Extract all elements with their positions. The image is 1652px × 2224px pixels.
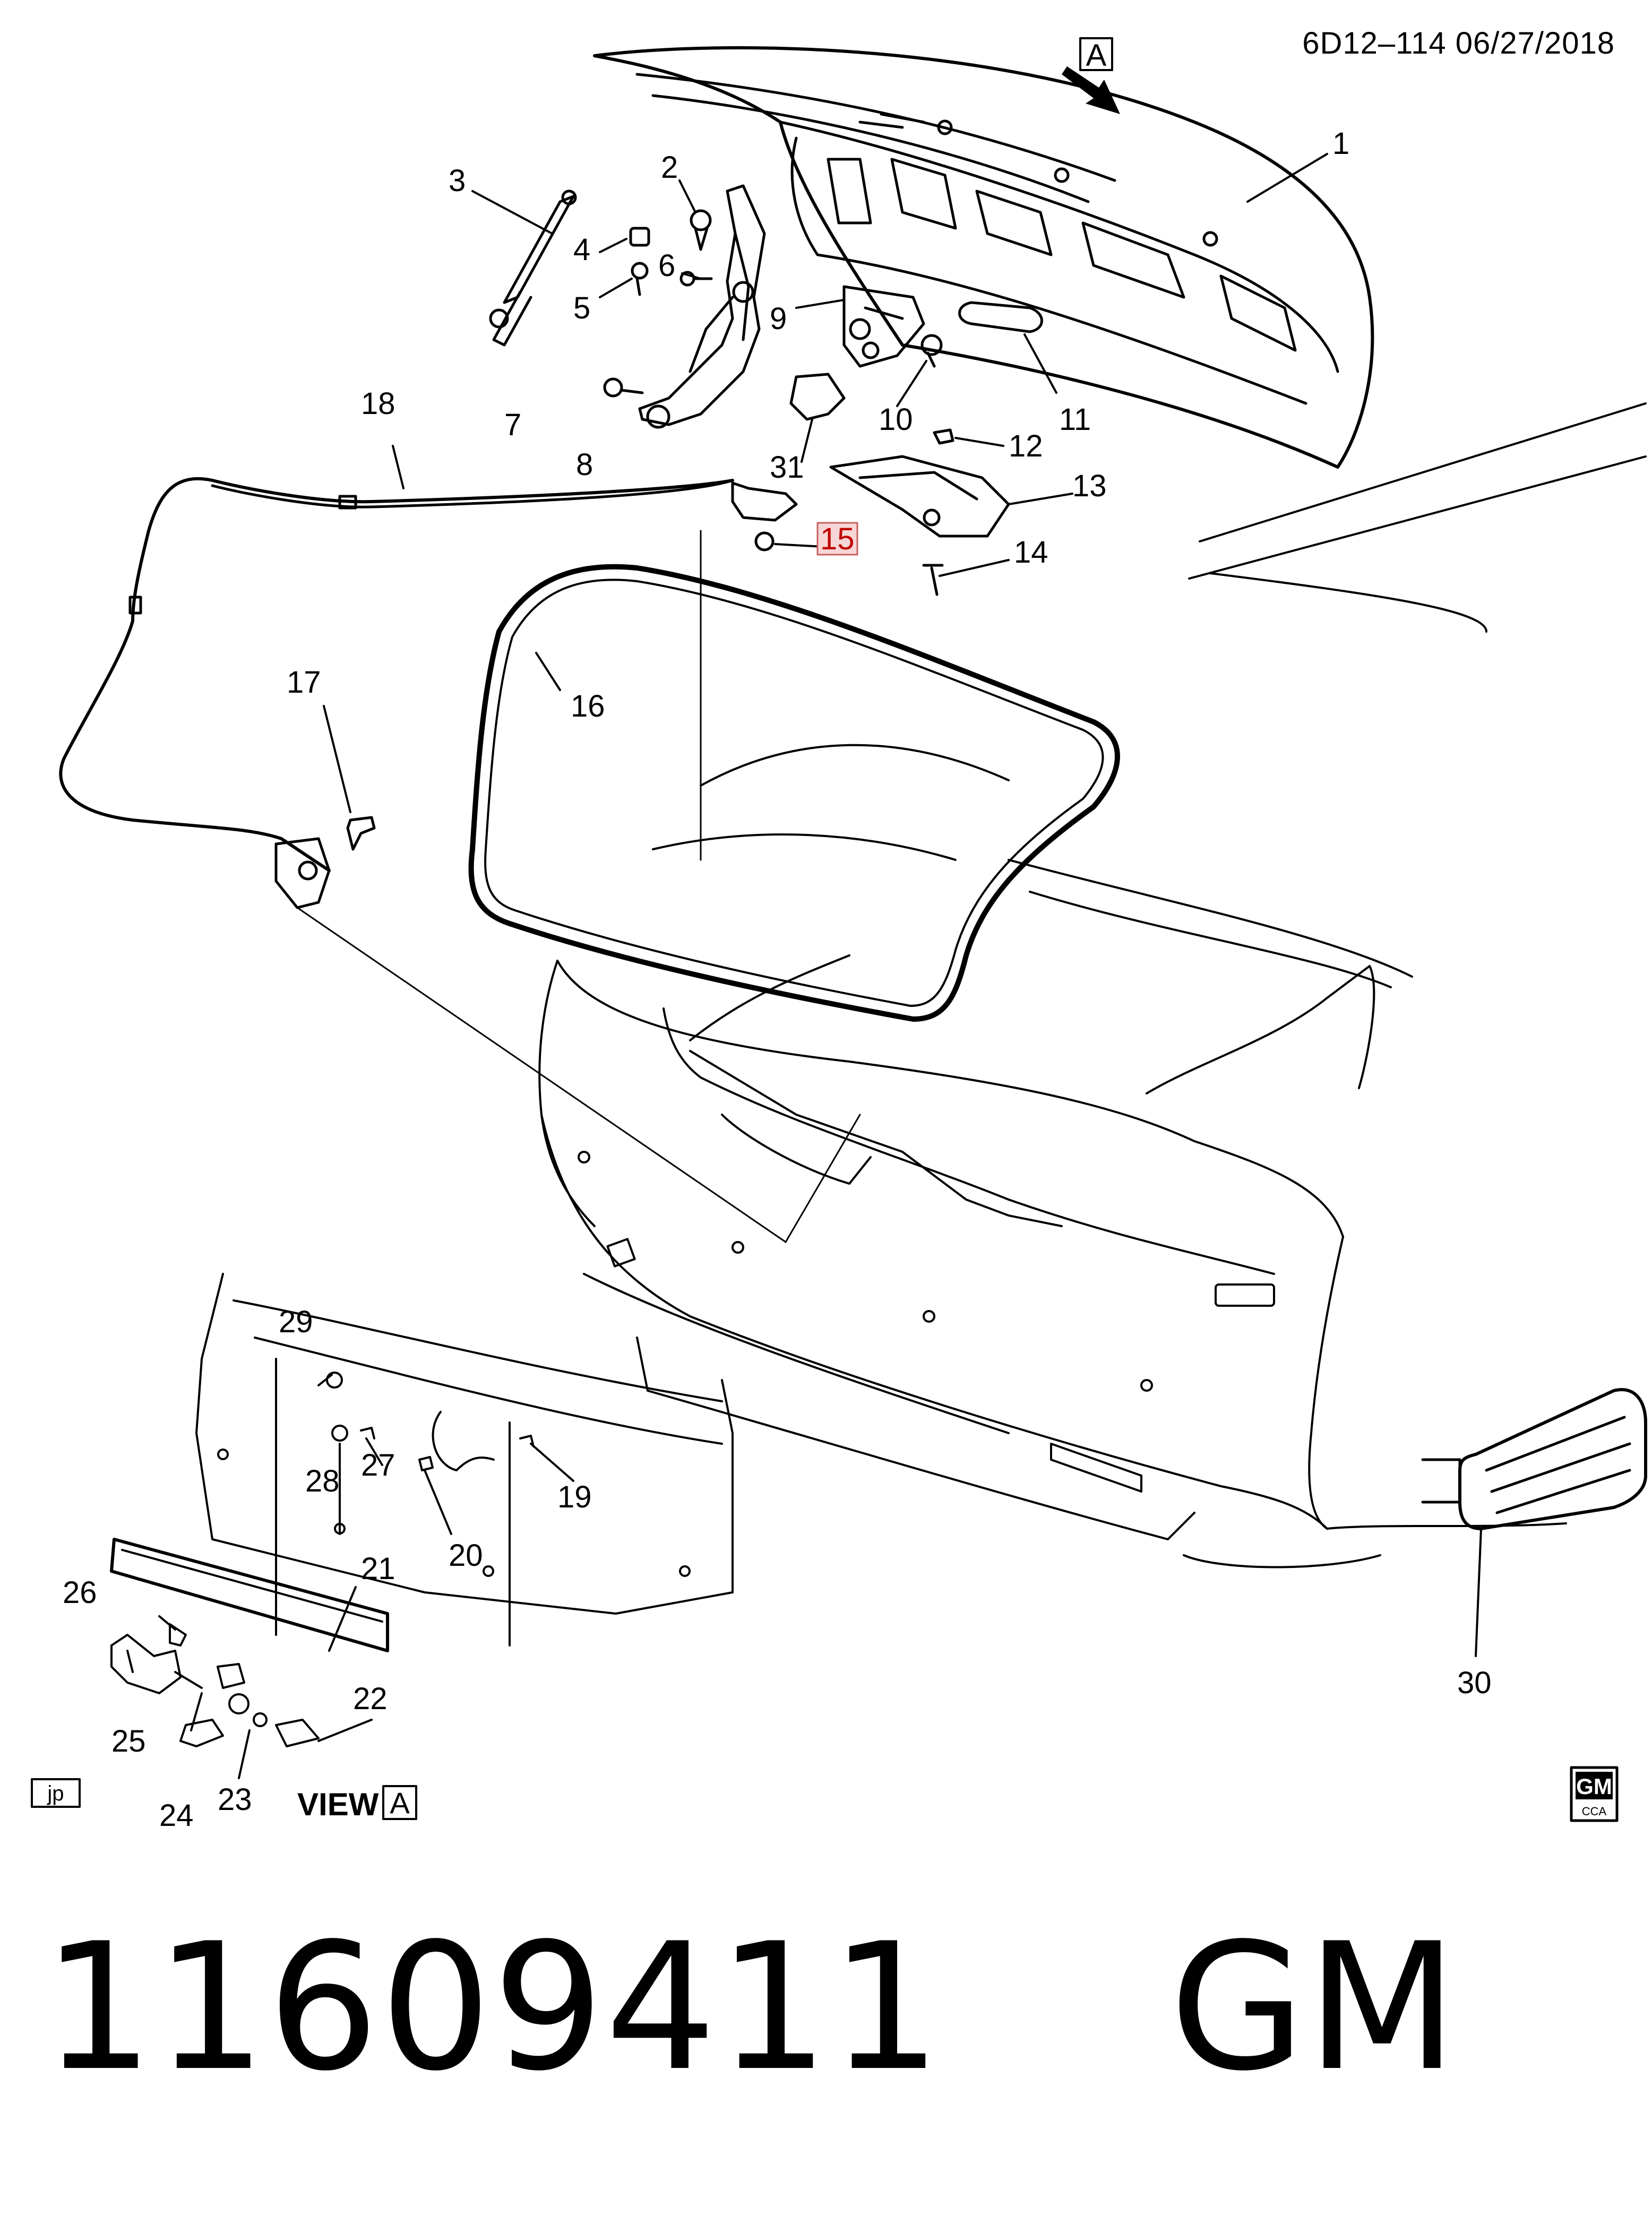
latch-assembly — [789, 285, 943, 421]
callout-14: 14 — [1014, 535, 1048, 570]
callout-30: 30 — [1457, 1666, 1492, 1700]
callout-6: 6 — [658, 248, 675, 283]
illustration-code: 6D12–114 06/27/2018 — [1302, 26, 1615, 61]
exploded-diagram: A — [31, 37, 1647, 1833]
view-label: VIEW — [297, 1787, 379, 1822]
callout-26: 26 — [63, 1575, 97, 1610]
callout-11: 11 — [1059, 402, 1091, 437]
trunk-hinge — [638, 184, 766, 429]
exhaust-tip-bezel — [1421, 1388, 1647, 1530]
hinge-fasteners — [603, 209, 713, 398]
vehicle-rear-body — [538, 402, 1647, 1568]
trunk-lamp — [958, 301, 1043, 333]
callout-23: 23 — [218, 1782, 252, 1817]
callout-5: 5 — [573, 291, 590, 325]
callout-8: 8 — [576, 447, 593, 482]
view-label-letter: A — [390, 1786, 410, 1820]
callout-29: 29 — [279, 1305, 313, 1339]
release-cable — [59, 477, 798, 872]
view-a-detail — [110, 1273, 734, 1747]
view-a-arrow — [1062, 37, 1120, 114]
leader-lines — [126, 153, 1482, 1779]
gm-logo-sub: CCA — [1582, 1805, 1607, 1818]
highlight-box — [816, 522, 858, 556]
gm-logo-text: GM — [1576, 1774, 1612, 1799]
callout-13: 13 — [1072, 469, 1107, 503]
callout-2: 2 — [661, 150, 678, 185]
callout-1: 1 — [1332, 126, 1349, 161]
lift-strut — [489, 189, 577, 347]
callout-31: 31 — [770, 450, 804, 485]
trunk-lid — [593, 46, 1374, 469]
callout-3: 3 — [449, 163, 466, 198]
callout-10: 10 — [879, 402, 913, 437]
brand-name: GM — [1169, 1906, 1459, 2109]
callout-19: 19 — [557, 1480, 592, 1514]
callout-20: 20 — [449, 1538, 483, 1573]
view-a-marker-letter: A — [1086, 38, 1107, 73]
reference-lines — [296, 530, 861, 1243]
trunk-weatherstrip — [468, 564, 1120, 1022]
callout-16: 16 — [571, 689, 605, 723]
callout-27: 27 — [361, 1448, 395, 1482]
callout-15-highlighted: 15 — [820, 522, 855, 556]
lower-latch — [274, 816, 376, 909]
callout-21: 21 — [361, 1551, 395, 1586]
callout-17: 17 — [287, 665, 321, 700]
callout-7: 7 — [504, 408, 521, 442]
callouts: 1 2 3 4 5 6 7 8 9 10 11 12 13 14 15 16 1… — [31, 126, 1619, 1833]
corner-tag: jp — [47, 1782, 64, 1805]
part-number-footer: 11609411 GM — [42, 1906, 1459, 2109]
callout-4: 4 — [573, 232, 590, 267]
callout-24: 24 — [159, 1798, 194, 1833]
callout-25: 25 — [111, 1724, 146, 1758]
callout-9: 9 — [770, 301, 787, 336]
callout-22: 22 — [353, 1682, 388, 1716]
callout-12: 12 — [1009, 429, 1043, 463]
callout-18: 18 — [361, 386, 395, 421]
callout-28: 28 — [305, 1464, 340, 1498]
pull-handle — [829, 428, 1010, 596]
part-number: 11609411 — [42, 1906, 943, 2109]
